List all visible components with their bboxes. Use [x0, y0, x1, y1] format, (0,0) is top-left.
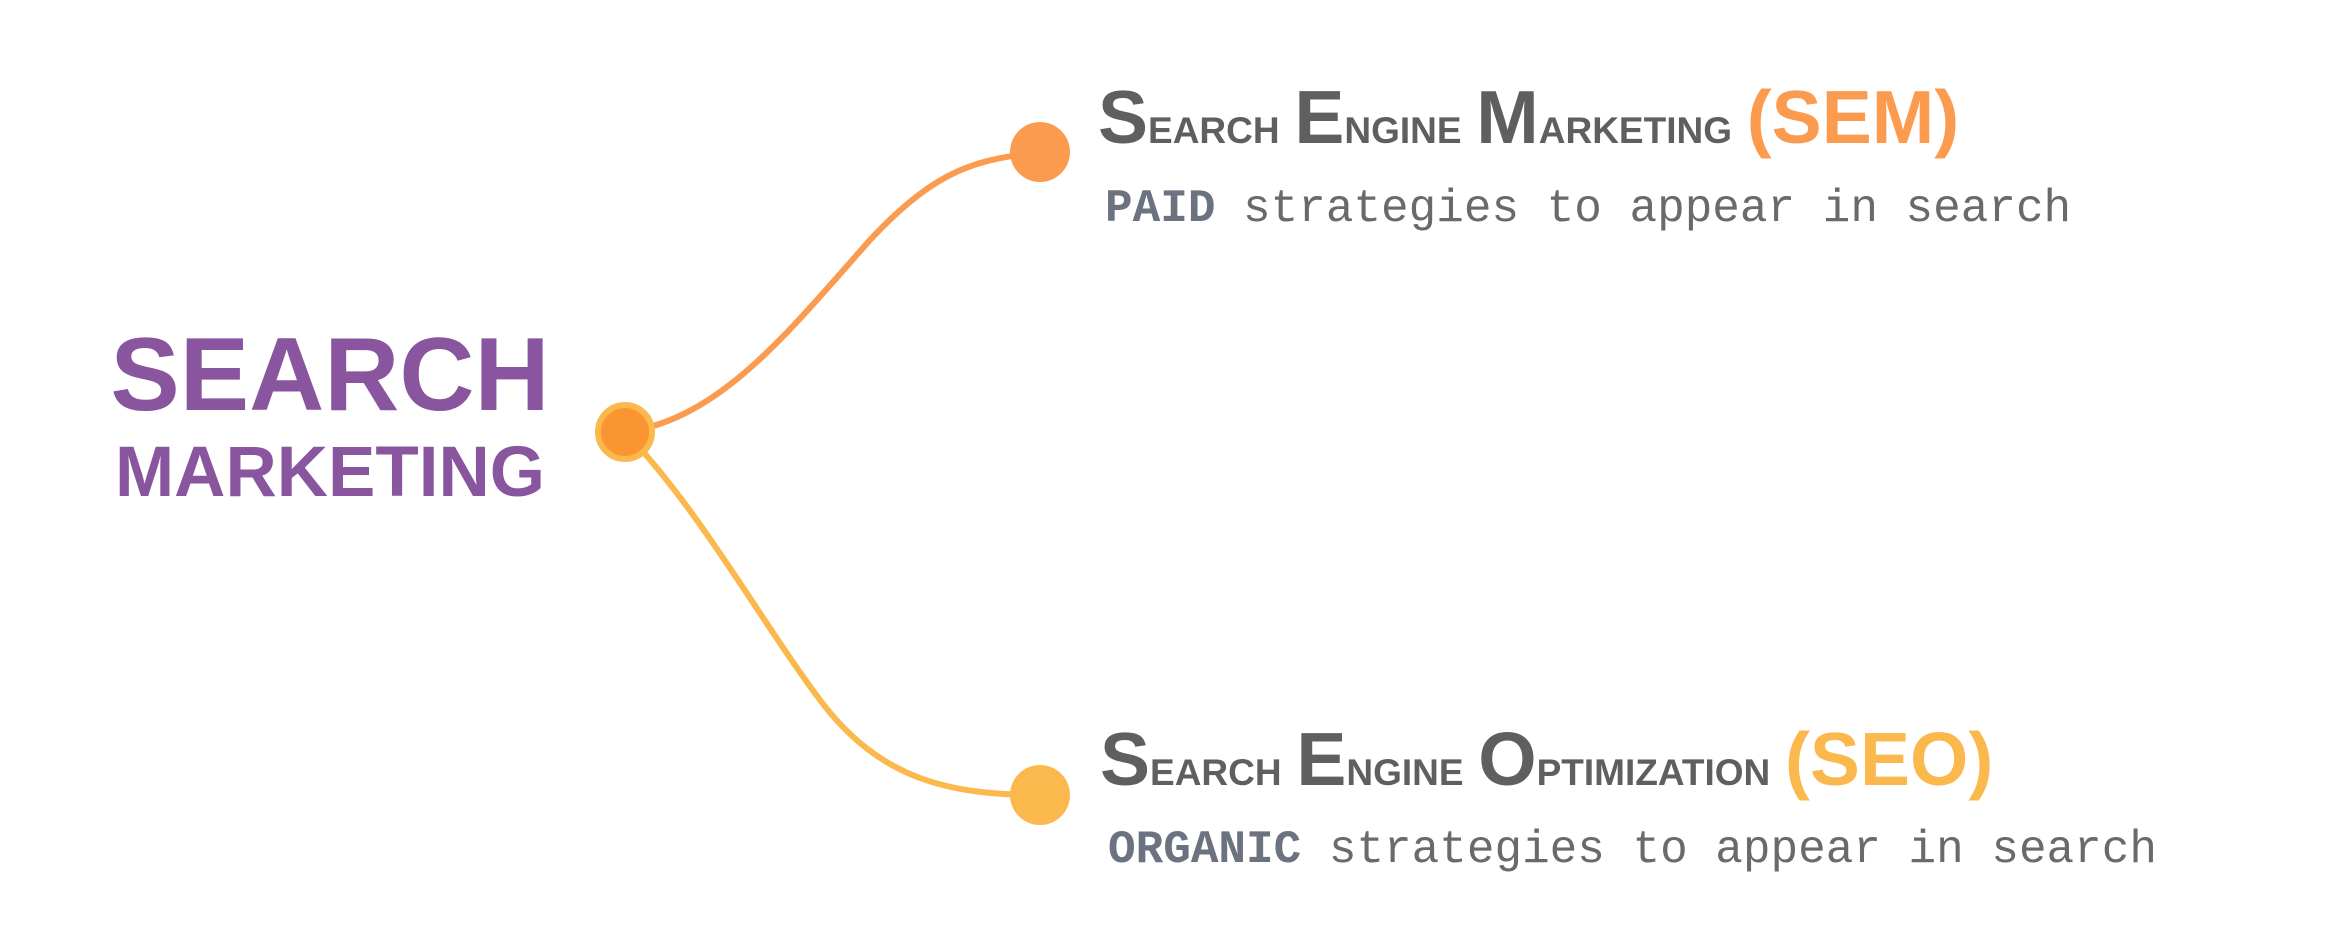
sem-description-text: strategies to appear in search — [1215, 183, 2072, 235]
branch-node-sem — [1010, 122, 1070, 182]
sem-title-cap-2: E — [1294, 75, 1345, 159]
root-title-line1: SEARCH — [110, 317, 550, 433]
seo-keyword: ORGANIC — [1108, 824, 1302, 876]
seo-title-rest-1: earch — [1150, 738, 1297, 797]
seo-abbreviation: (SEO) — [1784, 717, 1994, 801]
seo-description: ORGANIC strategies to appear in search — [1108, 827, 2157, 873]
seo-description-text: strategies to appear in search — [1301, 824, 2157, 876]
sem-abbreviation: (SEM) — [1746, 75, 1960, 159]
seo-title: Search Engine Optimization (SEO) — [1100, 722, 1993, 797]
seo-title-rest-3: ptimization — [1536, 738, 1785, 797]
branch-node-seo — [1010, 765, 1070, 825]
connector-sem — [622, 149, 1043, 435]
seo-title-cap-1: S — [1100, 717, 1151, 801]
sem-title-cap-3: M — [1476, 75, 1539, 159]
hub-node — [595, 402, 655, 462]
sem-title: Search Engine Marketing (SEM) — [1098, 80, 1959, 155]
sem-keyword: PAID — [1105, 183, 1216, 235]
sem-description: PAID strategies to appear in search — [1105, 186, 2071, 232]
root-title-line2: MARKETING — [115, 433, 545, 512]
seo-title-cap-3: O — [1478, 717, 1537, 801]
seo-title-cap-2: E — [1296, 717, 1347, 801]
sem-title-cap-1: S — [1098, 75, 1149, 159]
connector-seo — [622, 429, 1043, 798]
seo-title-rest-2: ngine — [1346, 738, 1479, 797]
sem-title-rest-2: ngine — [1344, 96, 1477, 155]
sem-title-rest-3: arketing — [1538, 96, 1747, 155]
sem-title-rest-1: earch — [1148, 96, 1295, 155]
